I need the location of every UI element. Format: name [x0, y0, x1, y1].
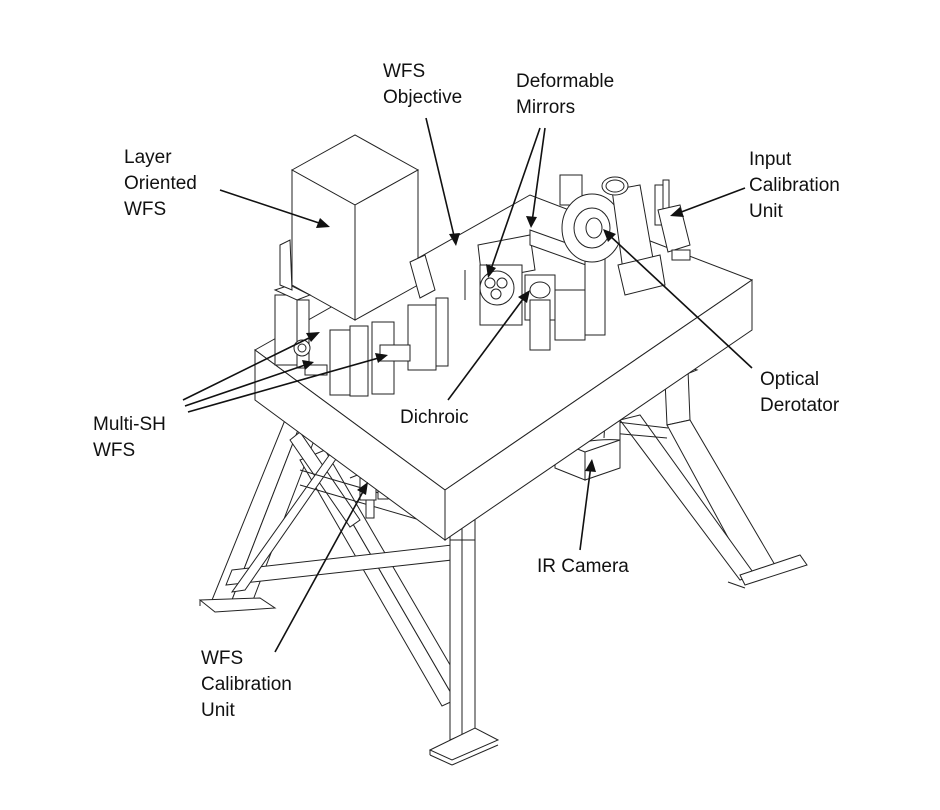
label-optical-derotator: Optical Derotator	[760, 369, 840, 416]
layer-oriented-wfs-part	[290, 134, 420, 321]
label-deformable-mirrors: Deformable Mirrors	[516, 71, 614, 118]
leg-right	[599, 364, 808, 589]
svg-text:Dichroic: Dichroic	[400, 407, 469, 428]
svg-text:Unit: Unit	[201, 700, 236, 721]
table-front-right-face	[444, 279, 753, 541]
optical-derotator-part	[559, 174, 666, 296]
svg-text:Mirrors: Mirrors	[516, 97, 575, 118]
svg-text:WFS: WFS	[201, 648, 243, 669]
svg-text:IR Camera: IR Camera	[537, 556, 629, 577]
svg-text:Multi-SH: Multi-SH	[93, 414, 166, 435]
label-wfs-calibration-unit: WFS Calibration Unit	[201, 648, 292, 721]
svg-text:Oriented: Oriented	[124, 173, 197, 194]
svg-text:WFS: WFS	[383, 61, 425, 82]
svg-text:WFS: WFS	[93, 440, 135, 461]
label-input-calibration-unit: Input Calibration Unit	[749, 149, 840, 222]
label-dichroic: Dichroic	[400, 407, 469, 428]
leader-lines	[182, 117, 753, 653]
svg-text:Objective: Objective	[383, 87, 462, 108]
svg-text:Layer: Layer	[124, 147, 172, 168]
svg-text:Calibration: Calibration	[201, 674, 292, 695]
svg-text:Unit: Unit	[749, 201, 784, 222]
multi-sh-wfs-part	[273, 239, 449, 397]
label-multi-sh-wfs: Multi-SH WFS	[93, 414, 166, 461]
label-wfs-objective: WFS Objective	[383, 61, 462, 108]
label-ir-camera: IR Camera	[537, 556, 629, 577]
svg-text:Deformable: Deformable	[516, 71, 614, 92]
svg-text:Optical: Optical	[760, 369, 819, 390]
label-layer-oriented-wfs: Layer Oriented WFS	[124, 147, 197, 220]
svg-text:Input: Input	[749, 149, 792, 170]
support-stand	[198, 364, 808, 766]
svg-text:Calibration: Calibration	[749, 175, 840, 196]
input-calibration-unit-part	[654, 179, 691, 261]
svg-text:Derotator: Derotator	[760, 395, 840, 416]
svg-text:WFS: WFS	[124, 199, 166, 220]
